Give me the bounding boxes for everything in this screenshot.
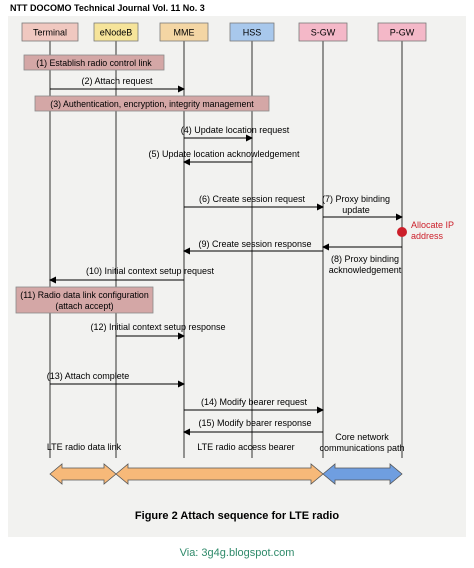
message-label: (14) Modify bearer request [201, 397, 308, 407]
message-label: (6) Create session request [199, 194, 306, 204]
process-box-label: (11) Radio data link configuration(attac… [20, 290, 149, 311]
entity-box-hss [229, 22, 275, 42]
message-label: (9) Create session response [198, 239, 311, 249]
message-label: (13) Attach complete [47, 371, 130, 381]
entity-box-mme [159, 22, 209, 42]
message-label: (12) Initial context setup response [90, 322, 225, 332]
path-label: LTE radio access bearer [197, 442, 294, 452]
entity-box-terminal [21, 22, 79, 42]
entity-label: eNodeB [100, 28, 133, 38]
entity-label: HSS [243, 28, 262, 38]
process-box [34, 95, 270, 112]
message-label: (2) Attach request [81, 76, 153, 86]
entity-box-enodeb [93, 22, 139, 42]
path-label: LTE radio data link [47, 442, 122, 452]
message-label: (4) Update location request [181, 125, 290, 135]
entity-label: Terminal [33, 28, 67, 38]
path-arrow [115, 463, 324, 485]
entity-label: S-GW [311, 28, 336, 38]
entity-label: MME [174, 28, 195, 38]
figure-caption: Figure 2 Attach sequence for LTE radio [135, 510, 339, 522]
journal-header: NTT DOCOMO Technical Journal Vol. 11 No.… [10, 3, 205, 13]
allocate-ip-marker [397, 227, 407, 237]
message-label: (15) Modify bearer response [198, 418, 311, 428]
via-credit: Via: 3g4g.blogspot.com [179, 547, 295, 559]
message-label: (10) Initial context setup request [86, 266, 215, 276]
message-label: (5) Update location acknowledgement [148, 149, 300, 159]
path-arrow [322, 463, 403, 485]
path-arrow [49, 463, 117, 485]
entity-box-p-gw [377, 22, 427, 42]
process-box-label: (3) Authentication, encryption, integrit… [50, 99, 254, 109]
process-box-label: (1) Establish radio control link [36, 58, 152, 68]
process-box [23, 54, 165, 71]
process-box [15, 286, 154, 314]
entity-box-s-gw [298, 22, 348, 42]
entity-label: P-GW [390, 28, 415, 38]
